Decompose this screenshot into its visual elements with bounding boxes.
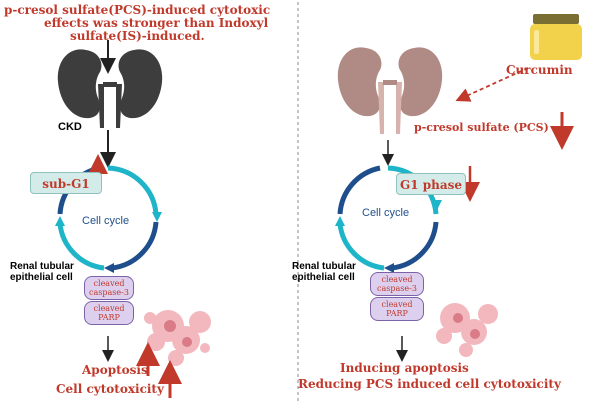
right-cell-label-line2: epithelial cell (292, 272, 355, 283)
right-g1-label: G1 phase (399, 178, 463, 192)
right-caspase-box: cleaved caspase-3 (370, 272, 424, 296)
right-cells-icon (436, 303, 498, 357)
right-cycle-arrowhead-1 (432, 200, 442, 210)
right-caspase-line2: caspase-3 (377, 284, 417, 293)
right-parp-box: cleaved PARP (370, 297, 424, 321)
right-cell-label-line1: Renal tubular (292, 261, 356, 272)
left-heading-line2: effects was stronger than Indoxyl (44, 16, 269, 30)
left-outcome-line2: Cell cytotoxicity (56, 382, 164, 396)
right-outcome-line2: Reducing PCS induced cell cytotoxicity (298, 377, 561, 391)
left-heading-line1: p-cresol sulfate(PCS)-induced cytotoxic (4, 3, 271, 17)
pcs-label: p-cresol sulfate (PCS) (414, 121, 549, 134)
left-cycle-arrowhead-2 (104, 263, 114, 273)
right-outcome-line1: Inducing apoptosis (340, 361, 469, 375)
right-cycle-arrowhead-2 (384, 263, 394, 273)
left-subg1-box: sub-G1 (30, 172, 102, 194)
right-parp-line2: PARP (386, 309, 408, 318)
right-cycle-label: Cell cycle (362, 207, 410, 219)
left-kidneys-icon (57, 49, 163, 128)
left-heading-line3: sulfate(IS)-induced. (70, 29, 205, 43)
left-caspase-box: cleaved caspase-3 (84, 276, 134, 300)
right-caspase-line1: cleaved (381, 275, 413, 284)
left-cycle-arrowhead-1 (152, 212, 162, 222)
right-cycle-arrowhead-3 (335, 216, 345, 226)
right-g1-box: G1 phase (396, 173, 466, 195)
left-parp-line1: cleaved (93, 304, 125, 313)
left-cell-label-line1: Renal tubular (10, 261, 74, 272)
curcumin-jar-icon (530, 14, 582, 60)
left-parp-box: cleaved PARP (84, 301, 134, 325)
left-parp-line2: PARP (98, 313, 120, 322)
right-parp-line1: cleaved (381, 300, 413, 309)
left-cycle-label: Cell cycle (82, 215, 130, 227)
left-subg1-label: sub-G1 (42, 177, 90, 191)
left-caspase-line2: caspase-3 (89, 288, 129, 297)
left-cytotoxic-cells-icon (144, 310, 211, 366)
left-cell-label-line2: epithelial cell (10, 272, 73, 283)
left-caspase-line1: cleaved (93, 279, 125, 288)
curcumin-treatment-arrow (455, 67, 529, 102)
curcumin-label: Curcumin (506, 63, 573, 77)
left-cycle-arrowhead-3 (55, 216, 65, 226)
left-outcome-line1: Apoptosis (82, 363, 148, 377)
right-kidneys-icon (337, 47, 443, 134)
ckd-label: CKD (58, 121, 82, 133)
